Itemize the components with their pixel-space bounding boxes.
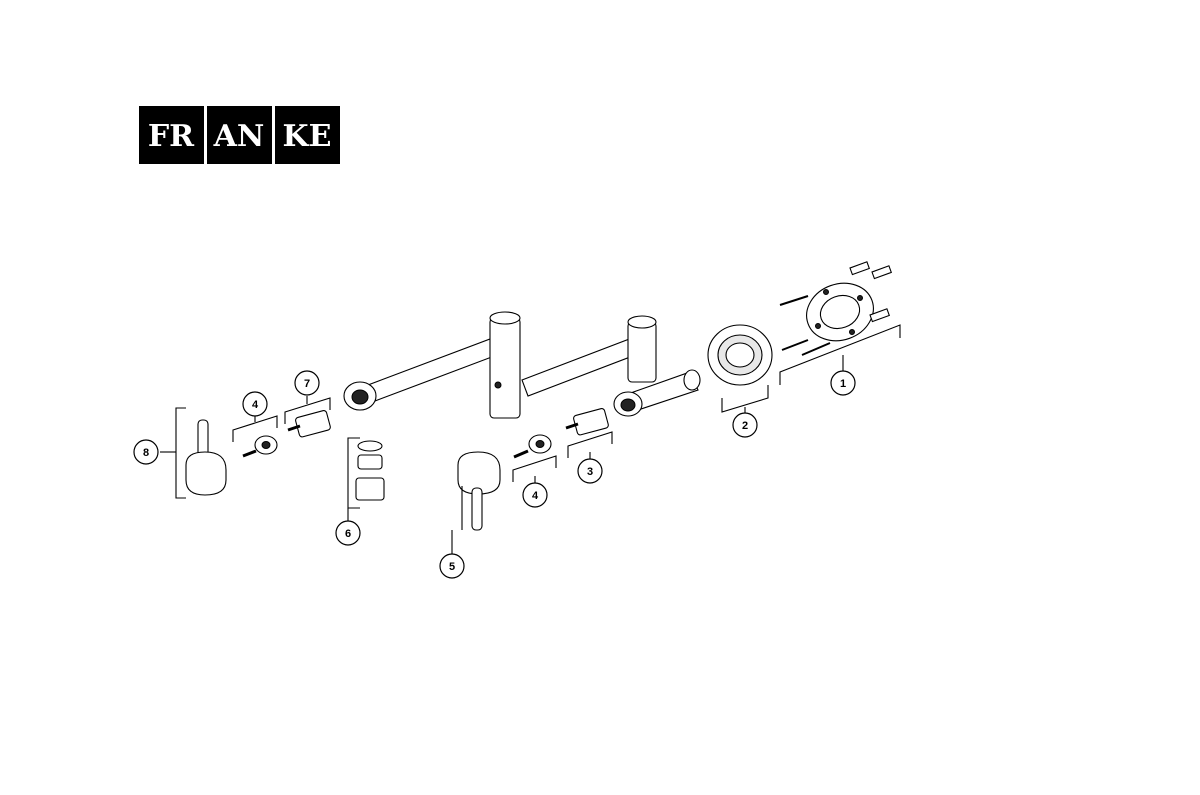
svg-text:3: 3 (587, 466, 593, 478)
callout-8: 8 (133, 439, 159, 465)
callout-7: 7 (294, 370, 320, 396)
franke-logo: FR AN KE (139, 106, 340, 164)
callout-2: 2 (732, 412, 758, 438)
callout-5: 5 (439, 553, 465, 579)
logo-block-3 (275, 106, 340, 164)
svg-text:7: 7 (304, 378, 310, 390)
svg-text:8: 8 (143, 447, 149, 459)
part-cartridge-left (287, 410, 331, 438)
logo-block-1 (139, 106, 204, 164)
part-lever-left (185, 419, 227, 496)
callout-4-left: 4 (242, 391, 268, 417)
part-screw-left (242, 435, 278, 458)
part-screw-right (513, 434, 552, 459)
callout-3: 3 (577, 458, 603, 484)
svg-text:6: 6 (345, 528, 351, 540)
part-lever-right (457, 451, 501, 531)
part-mixer-body (343, 311, 701, 419)
svg-text:4: 4 (252, 399, 259, 411)
svg-text:5: 5 (449, 561, 455, 573)
logo-letters-2: AN (213, 119, 265, 154)
part-rosette (707, 324, 773, 386)
logo-letters-1: FR (148, 119, 195, 154)
callout-6: 6 (335, 520, 361, 546)
part-cartridge-right (565, 408, 609, 436)
callout-4-right: 4 (522, 482, 548, 508)
logo-letters-3: KE (283, 119, 332, 154)
svg-text:4: 4 (532, 490, 539, 502)
logo-block-2 (207, 106, 272, 164)
callout-1: 1 (830, 370, 856, 396)
part-mounting-flange (779, 261, 893, 356)
svg-text:2: 2 (742, 420, 748, 432)
leader-lines (160, 324, 901, 555)
svg-text:1: 1 (840, 378, 846, 390)
part-aerator (355, 440, 385, 501)
